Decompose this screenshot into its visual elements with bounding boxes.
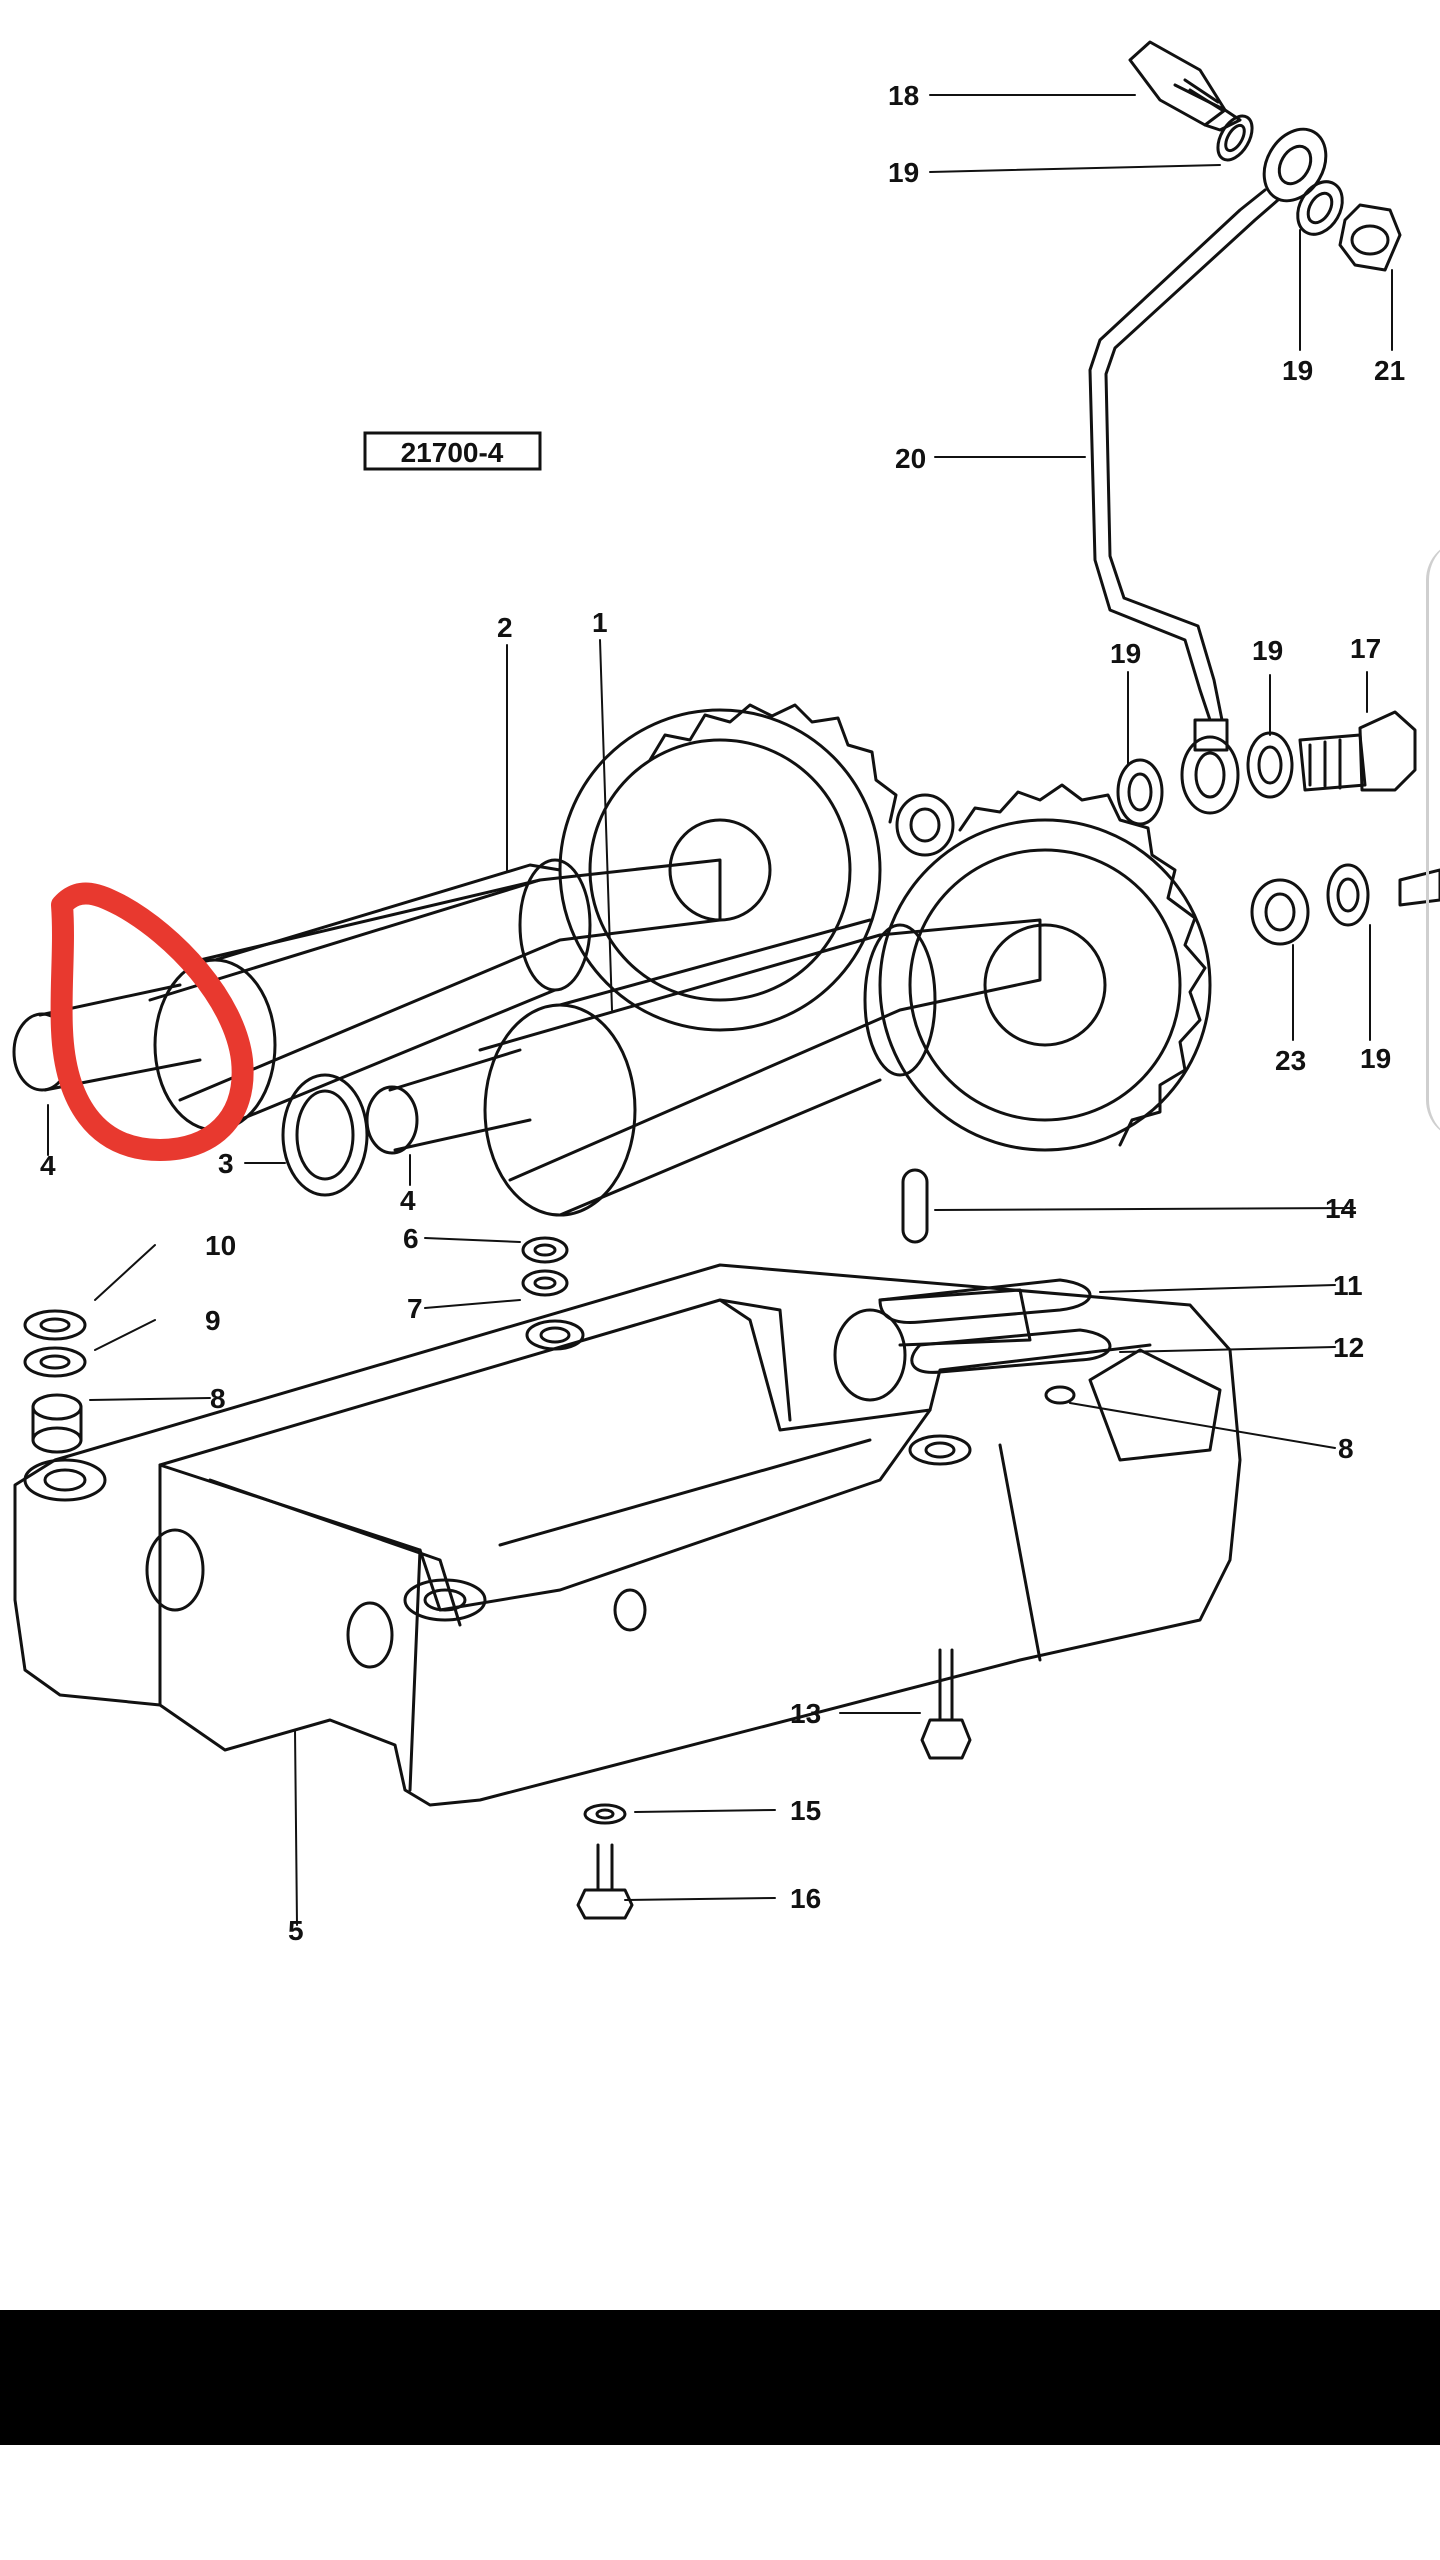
label-19: 19 (1282, 355, 1313, 386)
label-9: 9 (205, 1305, 221, 1336)
banjo-bolt-18 (1128, 40, 1242, 132)
gear-teeth-lower (958, 783, 1207, 1147)
label-21: 21 (1374, 355, 1405, 386)
label-15: 15 (790, 1795, 821, 1826)
label-19: 19 (1110, 638, 1141, 669)
label-12: 12 (1333, 1332, 1364, 1363)
balancer-housing-5 (13, 1263, 1242, 1807)
bolt-13 (920, 1648, 972, 1760)
bolt-16 (576, 1843, 634, 1920)
label-19: 19 (888, 157, 919, 188)
label-8: 8 (210, 1383, 226, 1414)
washer-6 (521, 1236, 569, 1264)
reference-box (363, 431, 542, 471)
thrust-washer-3 (281, 1073, 369, 1197)
label-11: 11 (1333, 1270, 1363, 1301)
gear-teeth-upper (648, 703, 898, 824)
gear-shaft-1 (365, 793, 1212, 1217)
label-8: 8 (1338, 1433, 1354, 1464)
washer-7 (521, 1269, 569, 1297)
washer-19-right (1296, 180, 1344, 236)
red-annotation-circle (50, 882, 254, 1161)
washer-9 (23, 1346, 87, 1378)
washer-19-mid-right (1246, 731, 1294, 799)
bottom-black-bar (0, 2310, 1440, 2445)
page-edge-curve (1426, 540, 1440, 1140)
washer-10 (23, 1309, 87, 1341)
leader-lines (47, 94, 1393, 1926)
shim-11 (878, 1278, 1092, 1325)
label-17: 17 (1350, 633, 1381, 664)
label-1: 1 (592, 607, 608, 638)
label-5: 5 (288, 1915, 304, 1946)
label-4: 4 (40, 1150, 56, 1181)
label-13: 13 (790, 1698, 821, 1729)
label-16: 16 (790, 1883, 821, 1914)
gear-shaft-2 (12, 708, 882, 1132)
label-2: 2 (497, 612, 513, 643)
label-14: 14 (1325, 1193, 1357, 1224)
label-19: 19 (1360, 1043, 1391, 1074)
oil-pipe-20 (1088, 127, 1328, 815)
label-6: 6 (403, 1223, 419, 1254)
label-10: 10 (205, 1230, 236, 1261)
label-7: 7 (407, 1293, 423, 1324)
washer-19-top (1216, 114, 1254, 162)
reference-number: 21700-4 (401, 437, 504, 468)
washer-15 (583, 1803, 627, 1825)
label-20: 20 (895, 443, 926, 474)
banjo-23 (1250, 878, 1310, 946)
label-18: 18 (888, 80, 919, 111)
shim-12 (910, 1328, 1112, 1374)
label-19: 19 (1252, 635, 1283, 666)
label-23: 23 (1275, 1045, 1306, 1076)
bottom-white-area (0, 2445, 1440, 2560)
label-3: 3 (218, 1148, 234, 1179)
washer-19-mid-left (1116, 758, 1164, 826)
bush-8-left (31, 1393, 83, 1454)
banjo-bolt-17 (1298, 710, 1417, 792)
part-labels: 18 19 19 21 20 2 1 19 19 17 23 19 4 3 4 … (40, 80, 1405, 1946)
washer-19-top-inner (1224, 123, 1246, 153)
washer-19-right-inner (1306, 191, 1334, 225)
dowel-pin-14 (901, 1168, 929, 1244)
nut-21 (1338, 203, 1402, 272)
label-4: 4 (400, 1185, 416, 1216)
washer-19-lower (1326, 863, 1370, 927)
